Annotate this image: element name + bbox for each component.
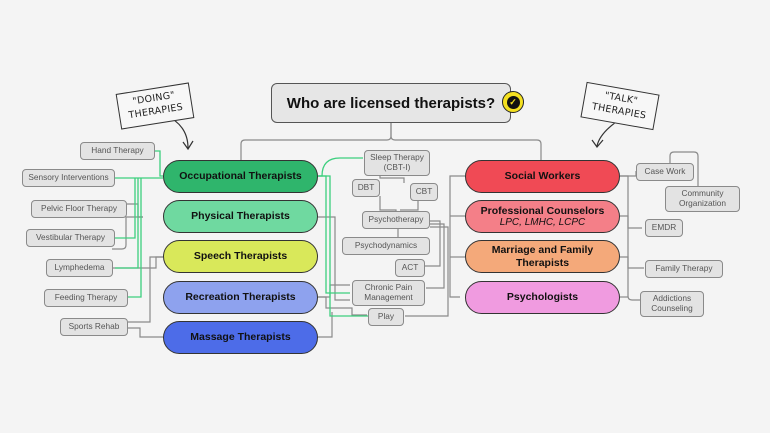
leaf-feeding-therapy[interactable]: Feeding Therapy bbox=[44, 289, 128, 307]
leaf-chronic-pain-management[interactable]: Chronic Pain Management bbox=[352, 280, 425, 306]
category-recreation-therapists[interactable]: Recreation Therapists bbox=[163, 281, 318, 314]
leaf-cbt[interactable]: CBT bbox=[410, 183, 438, 201]
leaf-dbt[interactable]: DBT bbox=[352, 179, 380, 197]
leaf-family-therapy[interactable]: Family Therapy bbox=[645, 260, 723, 278]
leaf-vestibular-therapy[interactable]: Vestibular Therapy bbox=[26, 229, 115, 247]
leaf-label: Family Therapy bbox=[655, 263, 713, 274]
category-label: Psychologists bbox=[506, 291, 579, 304]
leaf-psychotherapy[interactable]: Psychotherapy bbox=[362, 211, 430, 229]
category-label: Speech Therapists bbox=[193, 250, 288, 263]
verified-check-icon: ✓ bbox=[502, 91, 524, 113]
leaf-label: Pelvic Floor Therapy bbox=[41, 203, 117, 214]
category-sublabel: LPC, LMHC, LCPC bbox=[499, 216, 586, 228]
category-physical-therapists[interactable]: Physical Therapists bbox=[163, 200, 318, 233]
leaf-label: Lymphedema bbox=[54, 262, 105, 273]
leaf-community-organization[interactable]: Community Organization bbox=[665, 186, 740, 212]
leaf-label: Hand Therapy bbox=[91, 145, 144, 156]
category-label: Recreation Therapists bbox=[185, 291, 296, 304]
leaf-sleep-therapy[interactable]: Sleep Therapy (CBT-I) bbox=[364, 150, 430, 176]
leaf-label: Chronic Pain Management bbox=[364, 282, 413, 302]
leaf-lymphedema[interactable]: Lymphedema bbox=[46, 259, 113, 277]
leaf-label: Sensory Interventions bbox=[28, 172, 109, 183]
diagram-title: Who are licensed therapists? bbox=[271, 83, 511, 123]
leaf-label: Sleep Therapy (CBT-I) bbox=[370, 152, 424, 172]
leaf-label: Community Organization bbox=[678, 188, 727, 208]
leaf-pelvic-floor-therapy[interactable]: Pelvic Floor Therapy bbox=[31, 200, 127, 218]
category-massage-therapists[interactable]: Massage Therapists bbox=[163, 321, 318, 354]
category-occupational-therapists[interactable]: Occupational Therapists bbox=[163, 160, 318, 193]
category-label: Social Workers bbox=[504, 170, 581, 183]
leaf-label: Feeding Therapy bbox=[54, 292, 118, 303]
leaf-label: EMDR bbox=[651, 222, 677, 233]
title-text: Who are licensed therapists? bbox=[286, 94, 496, 112]
leaf-psychodynamics[interactable]: Psychodynamics bbox=[342, 237, 430, 255]
leaf-act[interactable]: ACT bbox=[395, 259, 425, 277]
leaf-sports-rehab[interactable]: Sports Rehab bbox=[60, 318, 128, 336]
category-psychologists[interactable]: Psychologists bbox=[465, 281, 620, 314]
leaf-label: Addictions Counseling bbox=[651, 293, 693, 313]
leaf-hand-therapy[interactable]: Hand Therapy bbox=[80, 142, 155, 160]
category-label: Physical Therapists bbox=[191, 210, 290, 223]
category-social-workers[interactable]: Social Workers bbox=[465, 160, 620, 193]
leaf-label: Case Work bbox=[644, 166, 686, 177]
leaf-emdr[interactable]: EMDR bbox=[645, 219, 683, 237]
leaf-case-work[interactable]: Case Work bbox=[636, 163, 694, 181]
leaf-label: Vestibular Therapy bbox=[35, 232, 106, 243]
leaf-label: Sports Rehab bbox=[68, 321, 120, 332]
leaf-label: DBT bbox=[357, 182, 375, 193]
leaf-label: Psychotherapy bbox=[368, 214, 424, 225]
leaf-sensory-interventions[interactable]: Sensory Interventions bbox=[22, 169, 115, 187]
category-label: Massage Therapists bbox=[190, 331, 291, 344]
category-marriage-family-therapists[interactable]: Marriage and Family Therapists bbox=[465, 240, 620, 273]
category-speech-therapists[interactable]: Speech Therapists bbox=[163, 240, 318, 273]
leaf-label: Psychodynamics bbox=[354, 240, 418, 251]
category-label: Marriage and Family Therapists bbox=[491, 244, 594, 269]
category-label: Professional Counselors bbox=[480, 204, 605, 217]
leaf-label: CBT bbox=[415, 186, 433, 197]
leaf-addictions-counseling[interactable]: Addictions Counseling bbox=[640, 291, 704, 317]
leaf-label: Play bbox=[377, 311, 395, 322]
category-label: Occupational Therapists bbox=[179, 170, 302, 183]
leaf-label: ACT bbox=[401, 262, 419, 273]
leaf-play[interactable]: Play bbox=[368, 308, 404, 326]
